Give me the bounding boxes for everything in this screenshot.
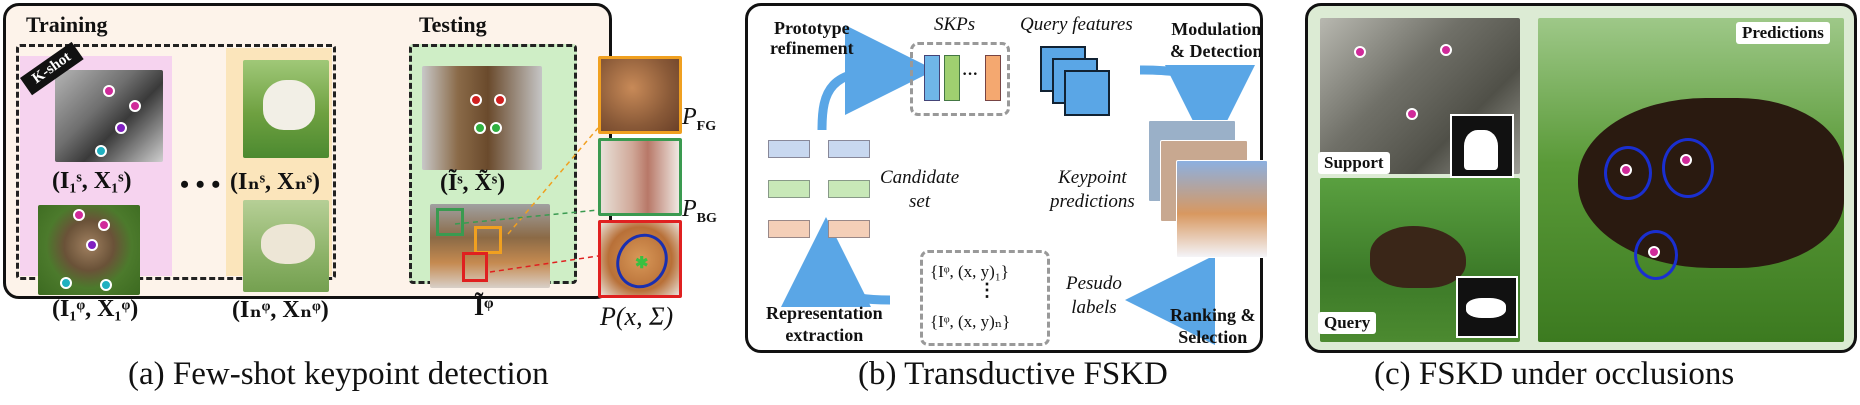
query-dog-shape [1370, 226, 1466, 288]
modulation-label: Modulation& Detection [1170, 19, 1263, 61]
candidate-set-grid [768, 140, 878, 240]
skp-dots: ··· [962, 66, 979, 83]
predictions-label: Predictions [1736, 22, 1830, 44]
training-dashed-box [16, 44, 336, 280]
skp-bar-orange [985, 55, 1001, 101]
predictions-image-dog [1538, 18, 1844, 342]
query-features-label: Query features [1020, 14, 1133, 35]
keypoint-dot [115, 122, 127, 134]
keypoint-dot [470, 94, 482, 106]
query-label: Query [1318, 312, 1377, 334]
keypoint-dot [103, 85, 115, 97]
query-pair-n: (Iₙᵠ, Xₙᵠ) [232, 297, 329, 323]
label-set-first: {Iᵠ, (x, y)₁} [930, 262, 1009, 281]
support-pair-1: (I₁ˢ, X₁ˢ) [52, 168, 132, 194]
support-image-cat [1320, 18, 1520, 178]
keypoint-dot [490, 122, 502, 134]
test-query-label: Ĩᵠ [474, 292, 494, 321]
skps-label: SKPs [934, 14, 976, 35]
ranking-label: Ranking &Selection [1170, 305, 1256, 347]
support-mask [1450, 114, 1514, 178]
pseudo-label-set-box [920, 250, 1050, 346]
test-support-image-dog [422, 66, 542, 170]
fg-crop [598, 56, 682, 134]
p-fg-label: PFG [682, 104, 717, 134]
fg-region-box [474, 226, 502, 254]
keypoint-dot [1620, 164, 1632, 176]
skps-box [910, 42, 1010, 116]
query-feature-cube-3 [1064, 70, 1110, 116]
bg-region-box [436, 208, 464, 236]
query-image-cat-1 [38, 205, 140, 295]
caption-a: (a) Few-shot keypoint detection [128, 356, 549, 392]
test-support-pair: (Ĩˢ, X̃ˢ) [440, 170, 506, 196]
label-set-dots: ⋮ [978, 280, 996, 300]
p-bg-label: PBG [682, 196, 717, 226]
skp-bar-green [944, 55, 960, 101]
caption-b: (b) Transductive FSKD [858, 356, 1168, 392]
gauss-crop: ✱ [598, 220, 682, 298]
caption-c: (c) FSKD under occlusions [1374, 356, 1735, 392]
testing-title: Testing [419, 12, 487, 37]
gauss-region-box [462, 252, 488, 282]
gaussian-label: P(x, Σ) [600, 302, 674, 331]
test-query-image-dog [430, 204, 550, 288]
query-pair-1: (I₁ᵠ, X₁ᵠ) [52, 296, 139, 322]
gaussian-center-icon: ✱ [635, 255, 649, 272]
keypoint-dot [129, 100, 141, 112]
training-title: Training [26, 12, 108, 37]
keypoint-dot [73, 209, 85, 221]
keypoint-dot [100, 279, 112, 291]
support-label: Support [1318, 152, 1390, 174]
sheep-shape [261, 224, 315, 264]
keypoint-dot [1648, 246, 1660, 258]
keypoint-dot [60, 277, 72, 289]
prediction-ellipse [1662, 138, 1714, 198]
skp-bar-blue [924, 55, 940, 101]
keypoint-dot [1406, 108, 1418, 120]
query-mask [1456, 276, 1518, 338]
keypoint-dot [474, 122, 486, 134]
keypoint-dot [86, 239, 98, 251]
query-image-sheep-n [243, 200, 329, 292]
keypoint-dot [1354, 46, 1366, 58]
prediction-image-3 [1176, 160, 1268, 258]
keypoint-dot [1440, 44, 1452, 56]
support-image-sheep-n [243, 60, 329, 158]
keypoint-dot [494, 94, 506, 106]
bg-crop [598, 138, 682, 216]
label-set-last: {Iᵠ, (x, y)ₙ} [930, 312, 1011, 331]
support-image-cat-1 [55, 70, 163, 162]
keypoint-dot [1680, 154, 1692, 166]
prediction-ellipse [1634, 230, 1678, 280]
keypoint-dot [98, 219, 110, 231]
keypoint-dot [95, 145, 107, 157]
prediction-ellipse [1604, 146, 1652, 200]
support-pair-n: (Iₙˢ, Xₙˢ) [230, 169, 320, 195]
training-ellipsis: • • • [180, 170, 221, 199]
sheep-shape [263, 80, 315, 130]
